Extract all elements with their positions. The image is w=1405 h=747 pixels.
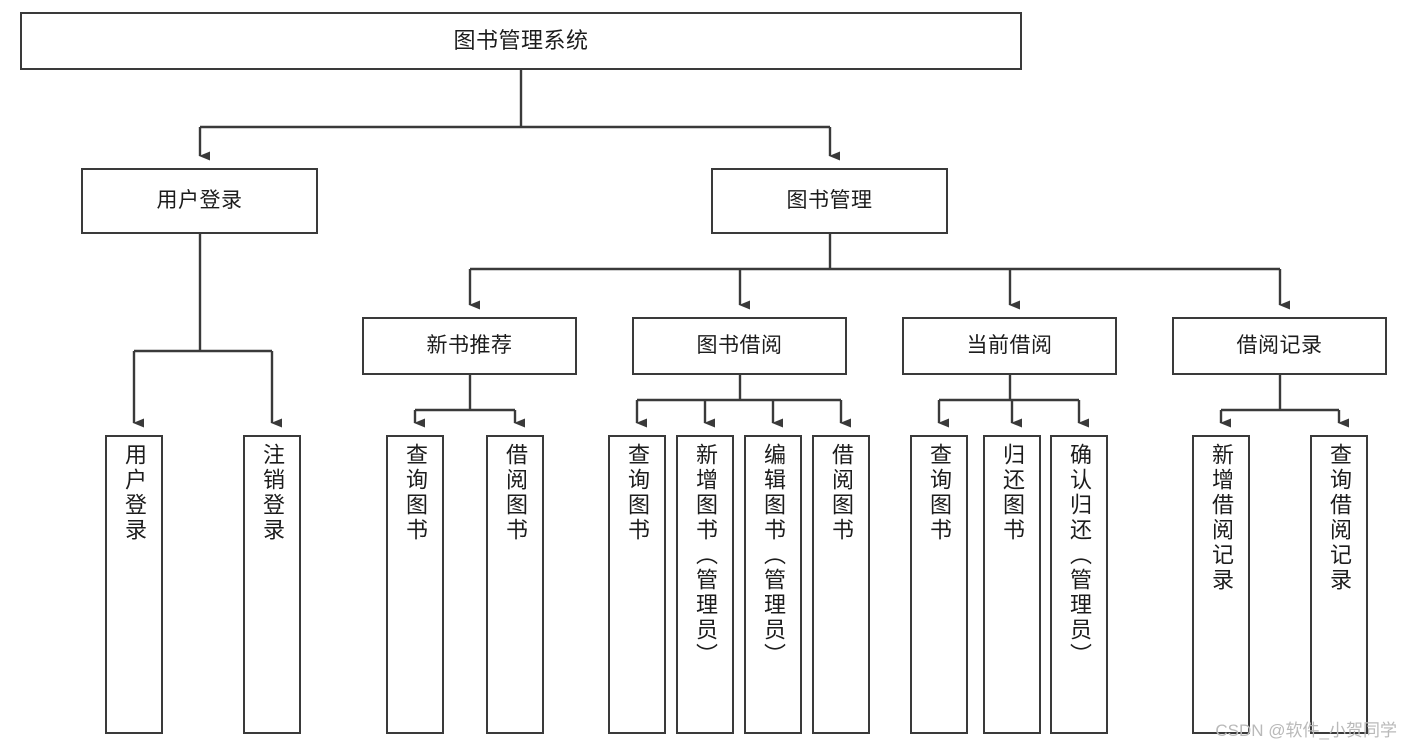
node-c-query[interactable]: 查询图书 — [910, 435, 968, 734]
node-label-l-login: 用户登录 — [122, 443, 147, 543]
node-b-query[interactable]: 查询图书 — [608, 435, 666, 734]
node-label-root: 图书管理系统 — [453, 28, 589, 54]
node-n-query[interactable]: 查询图书 — [386, 435, 444, 734]
node-r-query[interactable]: 查询借阅记录 — [1310, 435, 1368, 734]
node-label-l-logout: 注销登录 — [260, 443, 285, 543]
node-b-lend[interactable]: 借阅图书 — [812, 435, 870, 734]
node-b-edit[interactable]: 编辑图书（管理员） — [744, 435, 802, 734]
node-label-login: 用户登录 — [156, 188, 243, 212]
node-b-add[interactable]: 新增图书（管理员） — [676, 435, 734, 734]
node-label-c-return: 归还图书 — [1000, 443, 1025, 543]
node-label-r-add: 新增借阅记录 — [1209, 443, 1234, 593]
node-label-r-query: 查询借阅记录 — [1327, 443, 1352, 593]
node-n-borrow[interactable]: 借阅图书 — [486, 435, 544, 734]
node-label-b-add: 新增图书（管理员） — [693, 443, 718, 668]
node-label-borrow: 图书借阅 — [696, 333, 783, 357]
node-label-current: 当前借阅 — [966, 333, 1053, 357]
node-label-records: 借阅记录 — [1236, 333, 1323, 357]
node-label-newbook: 新书推荐 — [426, 333, 513, 357]
node-r-add[interactable]: 新增借阅记录 — [1192, 435, 1250, 734]
node-label-b-edit: 编辑图书（管理员） — [761, 443, 786, 668]
node-label-n-query: 查询图书 — [403, 443, 428, 543]
node-current[interactable]: 当前借阅 — [902, 317, 1117, 375]
node-label-b-query: 查询图书 — [625, 443, 650, 543]
node-root[interactable]: 图书管理系统 — [20, 12, 1022, 70]
node-records[interactable]: 借阅记录 — [1172, 317, 1387, 375]
node-c-confirm[interactable]: 确认归还（管理员） — [1050, 435, 1108, 734]
node-newbook[interactable]: 新书推荐 — [362, 317, 577, 375]
watermark: CSDN @软件_小贺同学 — [1215, 721, 1397, 740]
node-label-b-lend: 借阅图书 — [829, 443, 854, 543]
node-c-return[interactable]: 归还图书 — [983, 435, 1041, 734]
node-label-bookmgmt: 图书管理 — [786, 188, 873, 212]
node-l-logout[interactable]: 注销登录 — [243, 435, 301, 734]
node-login[interactable]: 用户登录 — [81, 168, 318, 234]
node-l-login[interactable]: 用户登录 — [105, 435, 163, 734]
node-label-c-confirm: 确认归还（管理员） — [1067, 443, 1092, 668]
node-label-c-query: 查询图书 — [927, 443, 952, 543]
node-borrow[interactable]: 图书借阅 — [632, 317, 847, 375]
node-label-n-borrow: 借阅图书 — [503, 443, 528, 543]
node-bookmgmt[interactable]: 图书管理 — [711, 168, 948, 234]
